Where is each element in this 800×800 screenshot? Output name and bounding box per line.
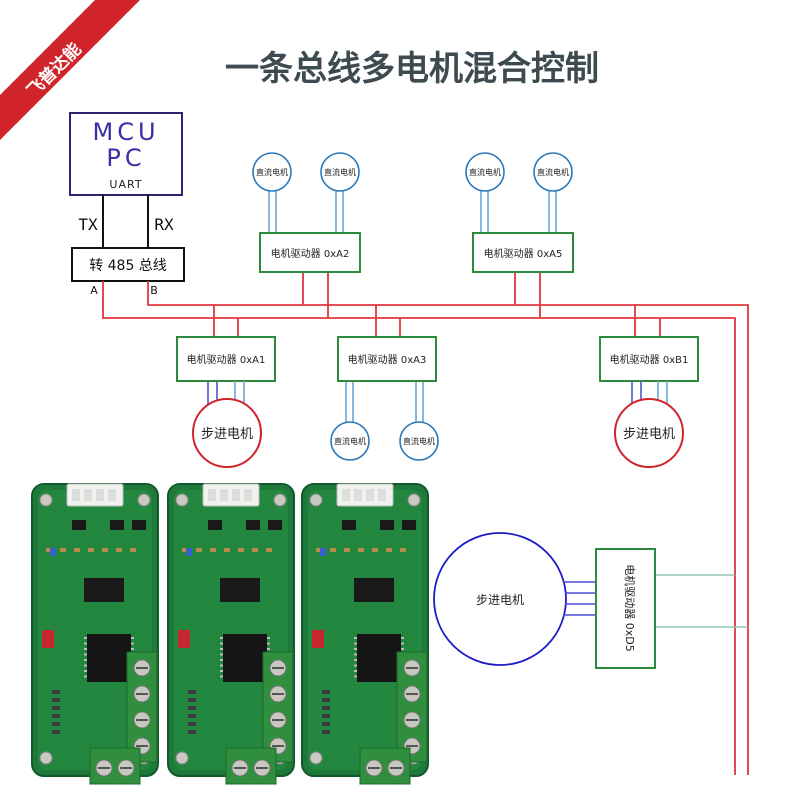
- svg-text:步进电机: 步进电机: [623, 427, 675, 442]
- svg-text:电机驱动器 0xA2: 电机驱动器 0xA2: [271, 247, 350, 260]
- driver-0xd5: 电机驱动器 0xD5: [595, 548, 656, 669]
- host-line2: PC: [106, 144, 145, 172]
- pcb-board-icon: [167, 483, 295, 785]
- pin-b-label: B: [150, 284, 158, 297]
- svg-text:直流电机: 直流电机: [403, 436, 435, 446]
- screw-terminal-icon: [262, 651, 294, 763]
- pin-a-label: A: [90, 284, 98, 297]
- driver-0xd5-label: 电机驱动器 0xD5: [623, 564, 637, 651]
- dc-motor-a5-left: 直流电机: [465, 152, 505, 192]
- driver-0xa5: 电机驱动器 0xA5: [472, 232, 574, 273]
- svg-text:直流电机: 直流电机: [324, 167, 356, 177]
- driver-0xa1: 电机驱动器 0xA1: [176, 336, 276, 382]
- host-line1: MCU: [92, 118, 159, 146]
- pcb-board-icon: [31, 483, 159, 785]
- stepper-motor-a1: 步进电机: [192, 398, 262, 468]
- svg-text:直流电机: 直流电机: [537, 167, 569, 177]
- tx-label: TX: [78, 215, 98, 234]
- host-port: UART: [109, 178, 142, 191]
- svg-text:步进电机: 步进电机: [476, 593, 524, 607]
- dc-motor-a3-right: 直流电机: [399, 421, 439, 461]
- dc-motor-a2-right: 直流电机: [320, 152, 360, 192]
- page-title: 一条总线多电机混合控制: [225, 49, 599, 89]
- svg-text:直流电机: 直流电机: [334, 436, 366, 446]
- pcb-boards: [31, 483, 429, 785]
- stepper-motor-d5: 步进电机: [433, 532, 567, 666]
- screw-terminal-icon: [126, 651, 158, 763]
- dc-motor-a5-right: 直流电机: [533, 152, 573, 192]
- svg-text:电机驱动器 0xA1: 电机驱动器 0xA1: [187, 353, 266, 366]
- stepper-motor-b1: 步进电机: [614, 398, 684, 468]
- svg-text:直流电机: 直流电机: [469, 167, 501, 177]
- rs485-converter: 转 485 总线 A B: [71, 247, 185, 297]
- svg-text:电机驱动器 0xB1: 电机驱动器 0xB1: [610, 353, 689, 366]
- pcb-board-icon: [301, 483, 429, 785]
- svg-text:电机驱动器 0xA3: 电机驱动器 0xA3: [348, 353, 427, 366]
- driver-0xa3: 电机驱动器 0xA3: [337, 336, 437, 382]
- stepper-d5-wires: [563, 581, 596, 616]
- screw-terminal-icon: [225, 747, 277, 785]
- dc-motor-wires: [268, 190, 557, 425]
- dc-motor-a3-left: 直流电机: [330, 421, 370, 461]
- converter-label: 转 485 总线: [89, 258, 167, 274]
- screw-terminal-icon: [359, 747, 411, 785]
- d5-bus-wires: [655, 574, 748, 628]
- dc-motor-a2-left: 直流电机: [252, 152, 292, 192]
- screw-terminal-icon: [89, 747, 141, 785]
- host-mcu-pc: MCU PC UART: [69, 112, 183, 196]
- svg-text:电机驱动器 0xA5: 电机驱动器 0xA5: [484, 247, 563, 260]
- stepper-wires: [207, 381, 668, 405]
- rx-label: RX: [154, 215, 174, 234]
- svg-text:步进电机: 步进电机: [201, 427, 253, 442]
- screw-terminal-icon: [396, 651, 428, 763]
- svg-text:直流电机: 直流电机: [256, 167, 288, 177]
- driver-0xa2: 电机驱动器 0xA2: [259, 232, 361, 273]
- bus-lines: [102, 272, 749, 775]
- driver-0xb1: 电机驱动器 0xB1: [599, 336, 699, 382]
